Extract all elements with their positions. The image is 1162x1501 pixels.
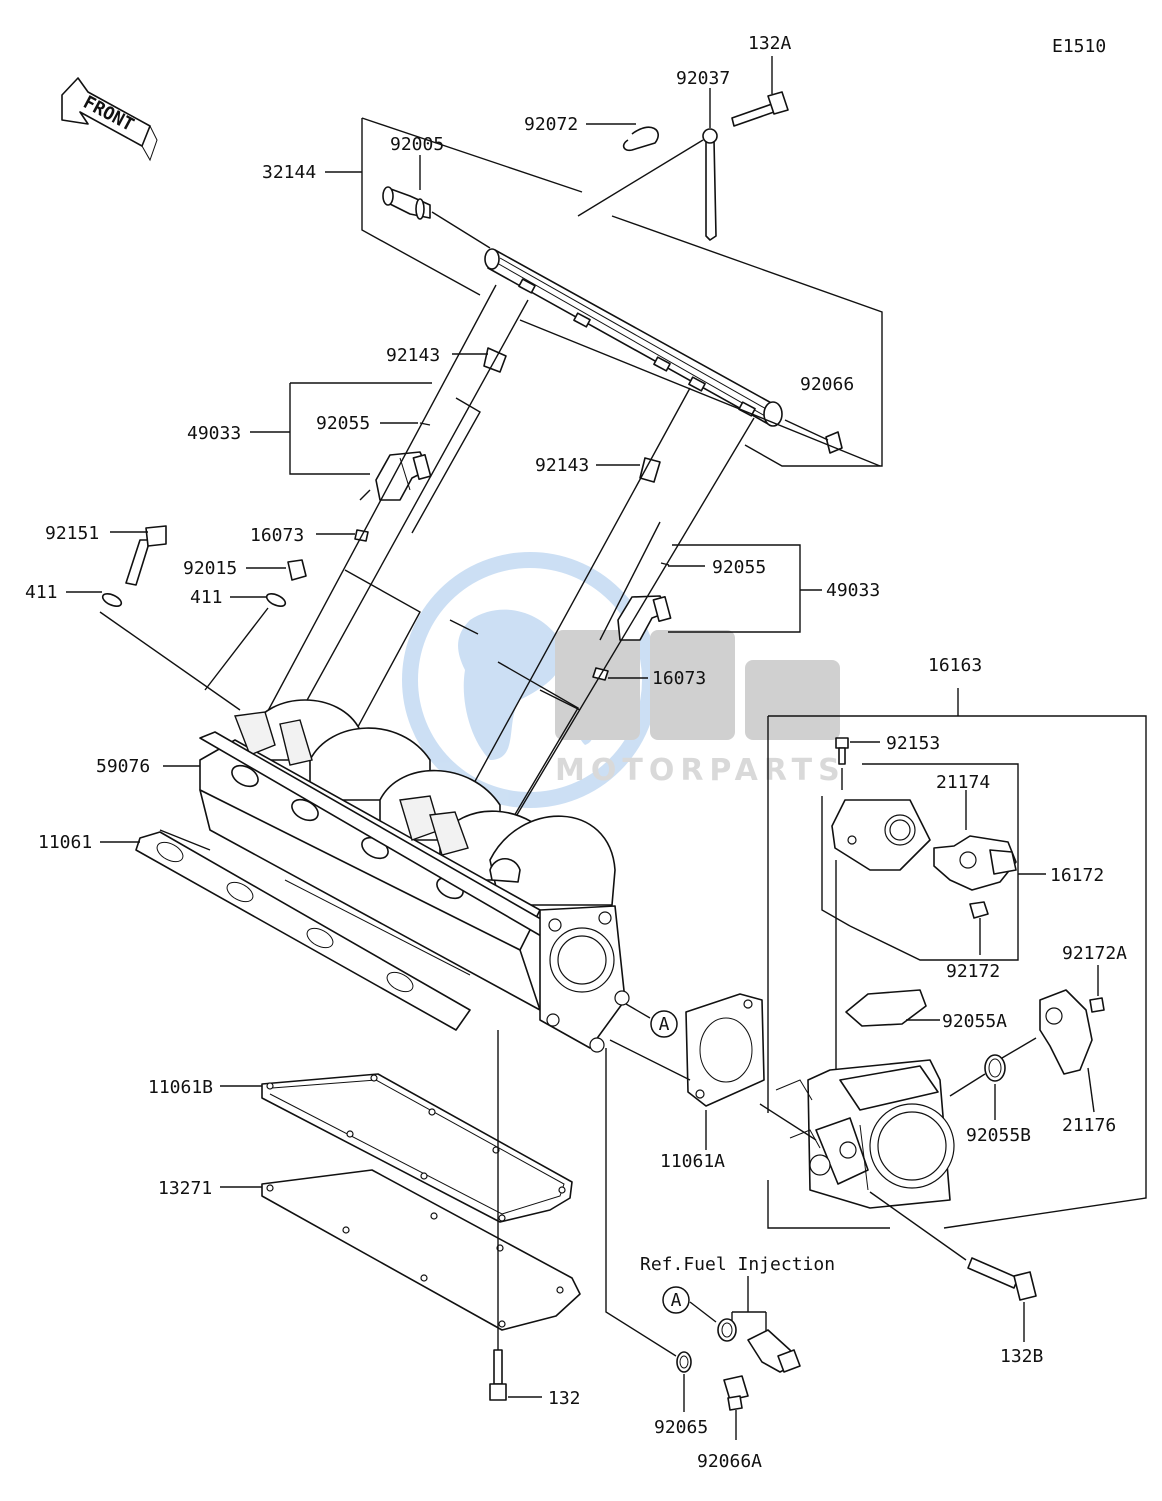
label-16163: 16163 <box>928 655 982 676</box>
gasket-92055A <box>845 989 940 1027</box>
label-11061B: 11061B <box>148 1077 213 1098</box>
screw-92172 <box>969 901 989 955</box>
label-92153: 92153 <box>886 733 940 754</box>
label-32144: 32144 <box>262 162 316 183</box>
svg-text:A: A <box>671 1290 682 1311</box>
screw-92153 <box>835 737 880 1080</box>
label-11061A: 11061A <box>660 1151 725 1172</box>
label-92151: 92151 <box>45 523 99 544</box>
label-92066: 92066 <box>800 374 854 395</box>
label-411-left: 411 <box>25 582 58 603</box>
label-16172: 16172 <box>1050 865 1104 886</box>
label-16073-left: 16073 <box>250 525 304 546</box>
bolt-92151 <box>110 525 167 586</box>
label-13271: 13271 <box>158 1178 212 1199</box>
washers-411 <box>66 591 287 711</box>
ref-fuel-injection-note: Ref.Fuel Injection <box>640 1254 835 1275</box>
label-49033-right: 49033 <box>826 580 880 601</box>
label-11061: 11061 <box>38 832 92 853</box>
fuel-rail <box>361 117 883 467</box>
ref-marker-a-2: A <box>662 1286 690 1314</box>
sensor-21176 <box>1001 965 1105 1113</box>
label-21176: 21176 <box>1062 1115 1116 1136</box>
ref-marker-a-1: A <box>625 1003 678 1038</box>
label-92055B: 92055B <box>966 1125 1031 1146</box>
injector-left <box>289 347 507 542</box>
label-132B: 132B <box>1000 1346 1043 1367</box>
plug-92066A <box>723 1375 749 1440</box>
label-92055-right: 92055 <box>712 557 766 578</box>
label-92065: 92065 <box>654 1417 708 1438</box>
label-92005: 92005 <box>390 134 444 155</box>
bolt-132B <box>869 1191 1037 1342</box>
label-92072: 92072 <box>524 114 578 135</box>
label-92172: 92172 <box>946 961 1000 982</box>
label-21174: 21174 <box>936 772 990 793</box>
throttle-assembly-frame <box>767 688 1147 1229</box>
guide-lines <box>261 284 881 861</box>
throttle-body <box>775 1059 955 1209</box>
label-92172A: 92172A <box>1062 943 1127 964</box>
label-411-right: 411 <box>190 587 223 608</box>
part-labels: 132A 92037 92072 32144 92005 92143 92066… <box>25 33 1127 1472</box>
washer-92065 <box>605 1048 692 1412</box>
label-92066A: 92066A <box>697 1451 762 1472</box>
label-92055-left: 92055 <box>316 413 370 434</box>
label-92143-mid: 92143 <box>535 455 589 476</box>
label-49033-left: 49033 <box>187 423 241 444</box>
bolt-132A <box>731 56 789 127</box>
label-92143-top: 92143 <box>386 345 440 366</box>
intake-manifold <box>199 699 630 1053</box>
screw-132 <box>489 1030 542 1401</box>
label-16073-right: 16073 <box>652 668 706 689</box>
watermark: MOTORPARTS <box>402 552 846 808</box>
cover-11061B <box>220 1073 573 1223</box>
label-92055A: 92055A <box>942 1011 1007 1032</box>
gasket-11061A <box>609 993 817 1150</box>
label-92015: 92015 <box>183 558 237 579</box>
oring-92055B <box>949 1054 1006 1120</box>
front-arrow-label: FRONT <box>80 92 138 136</box>
fitting-92005 <box>382 155 491 249</box>
label-132A: 132A <box>748 33 792 54</box>
idle-valve-21174 <box>831 790 1017 891</box>
watermark-globe-icon <box>402 552 658 808</box>
front-arrow-icon: FRONT <box>61 77 158 162</box>
ref-sensor <box>689 1276 801 1373</box>
watermark-subtitle: MOTORPARTS <box>555 753 846 788</box>
leader-lines <box>100 171 822 843</box>
tie-92037 <box>577 88 718 241</box>
label-132: 132 <box>548 1388 581 1409</box>
nut-92015 <box>246 559 307 581</box>
cover-13271 <box>220 1169 581 1331</box>
label-92037: 92037 <box>676 68 730 89</box>
svg-text:A: A <box>659 1014 670 1035</box>
diagram-code: E1510 <box>1052 36 1106 57</box>
gasket-11061 <box>135 829 471 1031</box>
clamp-92072 <box>586 123 659 152</box>
label-59076: 59076 <box>96 756 150 777</box>
